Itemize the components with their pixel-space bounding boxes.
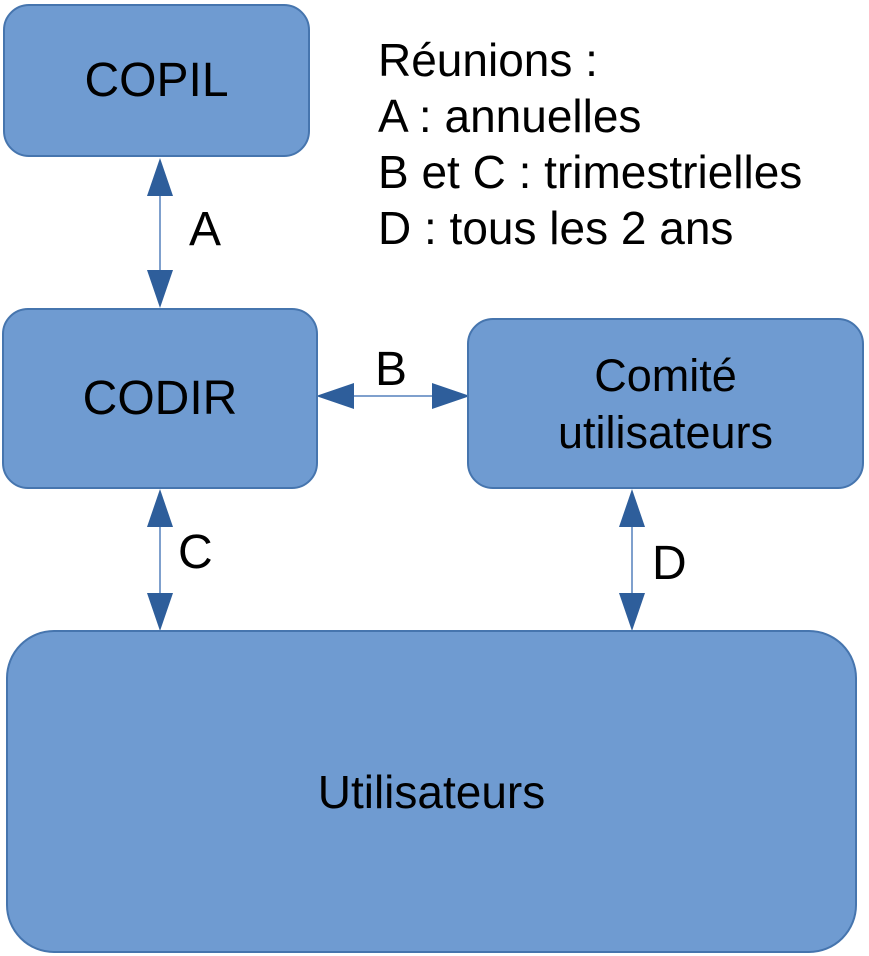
node-codir-label: CODIR xyxy=(82,372,238,425)
arrow-d xyxy=(619,489,645,631)
arrow-label-d: D xyxy=(652,537,687,590)
arrow-a-head-up-icon xyxy=(147,158,173,196)
arrow-c xyxy=(147,489,173,631)
arrow-d-head-up-icon xyxy=(619,489,645,527)
node-comite-utilisateurs: Comité utilisateurs xyxy=(467,318,864,489)
node-copil-label: COPIL xyxy=(84,54,229,107)
node-utilisateurs-label: Utilisateurs xyxy=(317,765,546,818)
node-copil: COPIL xyxy=(3,4,310,157)
arrow-label-b: B xyxy=(375,343,408,396)
legend-title: Réunions : xyxy=(378,34,598,86)
legend-line-bc: B et C : trimestrielles xyxy=(378,146,803,198)
arrow-c-head-down-icon xyxy=(147,593,173,631)
arrow-label-a: A xyxy=(189,203,222,256)
arrow-a xyxy=(147,158,173,308)
legend-line-a: A : annuelles xyxy=(378,90,642,142)
arrow-a-head-down-icon xyxy=(147,270,173,308)
arrow-label-c: C xyxy=(178,526,213,579)
arrow-c-head-up-icon xyxy=(147,489,173,527)
node-comite-utilisateurs-label: Comité utilisateurs xyxy=(557,349,774,458)
legend-line-d: D : tous les 2 ans xyxy=(378,202,734,254)
arrow-b-head-left-icon xyxy=(316,383,354,409)
legend: Réunions : A : annuelles B et C : trimes… xyxy=(378,32,802,256)
node-utilisateurs: Utilisateurs xyxy=(6,630,857,953)
arrow-b-head-right-icon xyxy=(432,383,470,409)
arrow-d-head-down-icon xyxy=(619,593,645,631)
node-codir: CODIR xyxy=(2,308,318,489)
